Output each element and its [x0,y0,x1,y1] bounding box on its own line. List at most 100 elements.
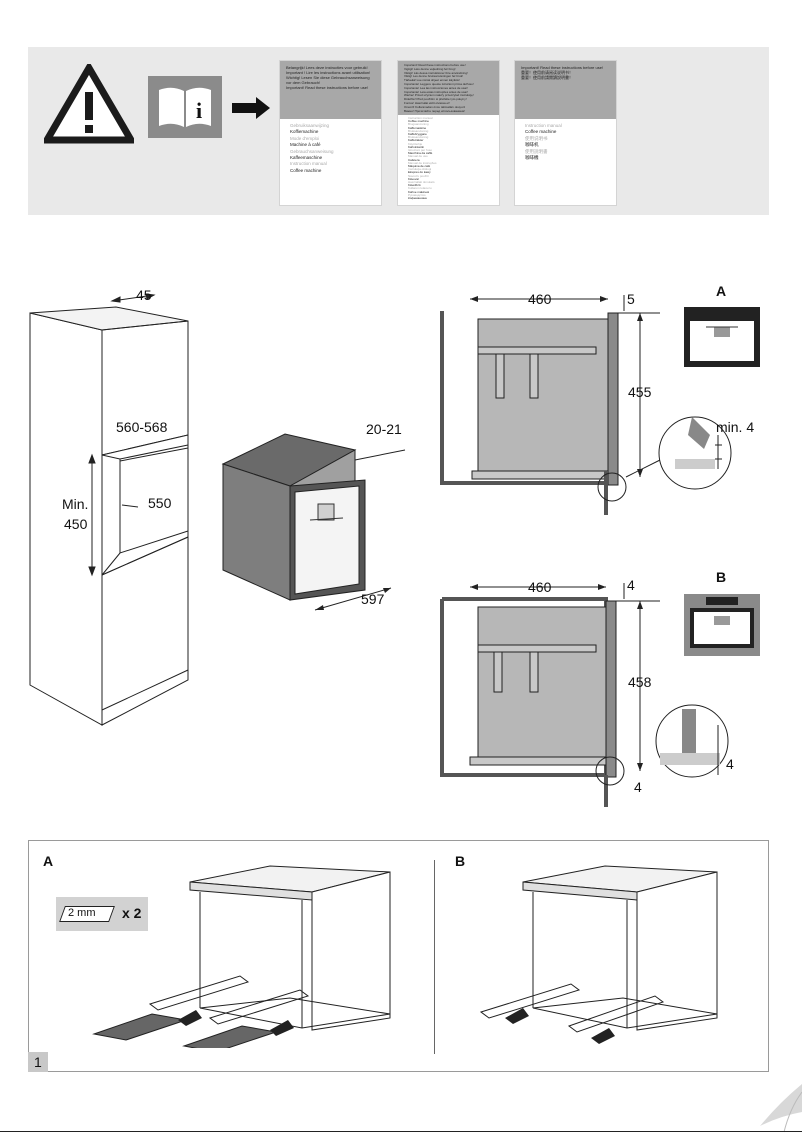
booklet-items: Instruction manual Coffee machine 使用说明书 … [515,119,616,165]
booklet-item: Bruksanvisning [408,135,429,140]
variant-a-front-view [684,307,760,367]
manual-booklet-1: Belangrijk! Lees deze instructies voor g… [279,60,382,206]
svg-text:i: i [196,98,202,123]
spacer-thickness: 2 mm [68,907,96,919]
booklet-header-line: Önemli! Kullanmadan önce talimatları oku… [404,105,466,109]
panel-a-label: A [43,853,54,869]
dimension-b-bottom-gap: 4 [634,779,642,795]
booklet-header-line: Fontos! Használat előtt olvassa el! [404,101,450,105]
booklet-item: 咖啡機 [525,155,539,161]
booklet-item: Kahvinkeitin [408,144,425,149]
manual-info-icon: i [148,76,222,138]
booklet-header-line: 重要！使用前请阅读说明书！ [521,70,573,75]
booklet-items: Gebruiksaanwijzing Koffiemachine Mode d'… [280,119,381,178]
installation-b-drawing [479,865,718,1044]
dimension-opening-width: 560-568 [116,419,168,435]
booklet-header-line: Important! Read these instructions befor… [404,64,466,67]
booklet-item: Mode d'emploi [290,135,320,141]
booklet-header-line: vor dem Gebrauch! [286,80,321,85]
booklet-item: Machine à café [290,142,321,148]
booklet-item: Istruzioni per l'uso [408,148,433,153]
dimension-min-height-value: 450 [64,516,88,532]
dimension-a-height: 455 [628,384,652,400]
dimension-a-detail-gap: min. 4 [716,419,755,435]
dimension-cabinet-depth-top: 45 [136,287,152,303]
booklet-item: Instruction manual [290,161,327,167]
booklet-item: Máquina de café [408,164,431,169]
booklet-header-line: Ważne! Przed użyciem należy przeczytać i… [404,94,474,98]
booklet-item: Kaffetrakter [408,138,424,143]
panel-divider [434,860,435,1054]
booklet-item: Manual de instruções [408,160,437,165]
booklet-item: Cafetera [408,157,420,162]
dimension-a-top-gap: 5 [627,291,635,307]
booklet-item: Kávovar [408,176,420,181]
booklet-item: Coffee machine [290,167,322,173]
booklet-item: Coffee machine [525,129,557,135]
booklet-item: Koffiemachine [290,129,319,135]
warning-triangle-icon [44,64,134,144]
booklet-item: Bruksanvisning [408,128,429,133]
variant-a-section-drawing [440,295,732,515]
booklet-header-line: Important ! Lire les instructions avant … [286,70,371,75]
booklet-header-line: Important! Read these instructions befor… [286,85,369,90]
booklet-header-line: Importante! Lea las instrucciones antes … [404,86,468,90]
spacer-quantity: x 2 [122,905,142,921]
booklet-item: Kullanım kılavuzu [408,186,432,191]
dimension-front-offset: 20-21 [366,421,402,437]
booklet-item: Kaffemaskine [408,125,427,130]
booklet-header-line: Importante! Leggere queste istruzioni pr… [404,82,474,86]
booklet-header-line: Vigtigt! Læs denne vejledning før brug! [404,67,456,71]
coffee-machine-drawing [221,433,406,611]
booklet-header-line: Belangrijk! Lees deze instructies voor g… [286,65,368,70]
booklet-item: 使用說明書 [525,148,548,154]
booklet-header: Belangrijk! Lees deze instructies voor g… [280,61,381,119]
booklet-item: Brugsanvisning [408,122,429,127]
booklet-header: Important! Read these instructions befor… [515,61,616,119]
booklet-item: Instruction manual [525,123,562,128]
booklet-header-line: Viktigt! Läs dessa instruktioner före an… [404,71,468,75]
page-bottom-rule [0,1131,802,1132]
booklet-item: Návod k použití [408,173,429,178]
variant-b-front-view [684,594,760,656]
installation-step-panel [28,840,769,1072]
variant-b-section-drawing [440,583,729,807]
page-corner-swoosh [760,1084,802,1133]
booklet-item: Руководство [408,192,426,197]
booklet-item: Coffee machine [408,119,429,124]
booklet-item: Kávéfőző [408,183,421,188]
dimension-min-height-label: Min. [62,496,89,512]
booklet-item: Kahve makinesi [408,189,430,194]
booklet-header-line: Importante! Leia estas instruções antes … [404,90,469,94]
booklet-item: Instrukcja obsługi [408,167,432,172]
booklet-header-line: Important! Read these instructions befor… [521,65,604,70]
panel-b-label: B [455,853,466,869]
booklet-item: Ekspres do kawy [408,170,431,175]
installation-a-drawing [92,865,391,1048]
booklet-item: Manual de uso [408,154,428,159]
spacer-callout: 2 mm x 2 [56,897,148,931]
booklet-header-line: Důležité! Před použitím si přečtěte tyto… [404,98,467,102]
dimension-b-detail-gap: 4 [726,756,734,772]
booklet-item: Használati útmutató [408,180,435,185]
dimension-inner-depth: 550 [148,495,172,511]
booklet-item: Gebruiksaanwijzing [290,123,330,128]
booklet-item: 咖啡机 [525,142,539,148]
booklet-header-line: Viktig! Les denne bruksanvisningen før b… [404,75,464,79]
booklet-header-line: Wichtig! Lesen Sie diese Gebrauchsanweis… [286,75,370,80]
step-number-badge: 1 [28,1052,48,1072]
booklet-items: Instruction manual Coffee machine Brugsa… [398,115,499,202]
dimension-b-height: 458 [628,674,652,690]
booklet-header-line: 重要！使用前請閱讀說明書！ [521,75,573,80]
booklet-item: 使用说明书 [525,135,548,141]
booklet-item: Macchina da caffè [408,151,433,156]
booklet-item: Käyttöohje [408,141,423,146]
variant-a-label: A [716,283,727,299]
manual-booklet-3: Important! Read these instructions befor… [514,60,617,206]
variant-b-label: B [716,569,727,585]
booklet-item: Instruction manual [408,116,433,120]
dimension-b-depth: 460 [528,579,552,595]
arrow-right-icon [232,97,270,119]
step-number: 1 [34,1054,42,1070]
booklet-header-line: Tärkeää! Lue nämä ohjeet ennen käyttöä! [404,79,460,83]
